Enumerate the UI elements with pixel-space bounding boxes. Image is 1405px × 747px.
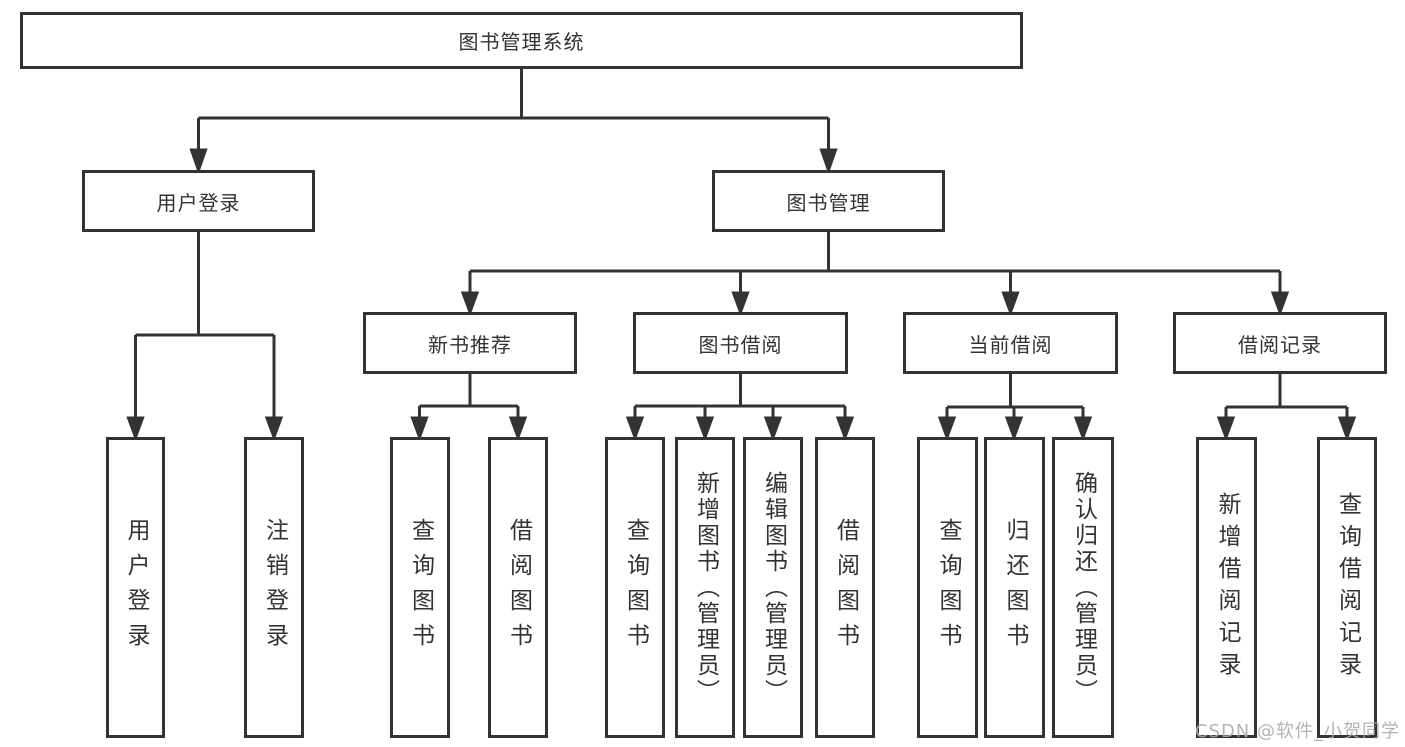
leaf-label: 查询借阅记录	[1334, 491, 1361, 684]
node-label: 图书管理系统	[458, 30, 585, 54]
leaf-label: 查询图书	[622, 517, 649, 658]
leaf-label: 编辑图书（管理员）	[760, 470, 787, 705]
node-label: 借阅记录	[1238, 332, 1322, 357]
node-book-management: 图书管理	[712, 170, 945, 232]
leaf-return-books: 归还图书	[984, 437, 1045, 738]
leaf-label: 查询图书	[935, 517, 961, 658]
leaf-current-query-books: 查询图书	[917, 437, 978, 738]
node-label: 图书借阅	[698, 332, 783, 357]
leaf-label: 用户登录	[123, 517, 149, 658]
leaf-label: 借阅图书	[505, 517, 532, 658]
node-new-book-recommend: 新书推荐	[363, 312, 577, 374]
leaf-label: 注销登录	[261, 517, 288, 658]
connector-user-login-to-leaves	[126, 232, 284, 442]
leaf-logout: 注销登录	[244, 437, 304, 738]
node-label: 图书管理	[786, 190, 871, 215]
connector-borrow-record-to-leaves	[1216, 374, 1357, 442]
connector-root-to-level2	[189, 69, 838, 175]
leaf-label: 查询图书	[407, 517, 434, 658]
connector-book-borrow-to-leaves	[625, 374, 855, 442]
leaf-borrow-query-books: 查询图书	[605, 437, 665, 738]
node-current-borrow: 当前借阅	[903, 312, 1118, 374]
node-label: 新书推荐	[428, 332, 512, 357]
leaf-user-login: 用户登录	[106, 437, 165, 738]
node-borrow-record: 借阅记录	[1173, 312, 1387, 374]
leaf-label: 新增借阅记录	[1214, 491, 1240, 684]
leaf-newbook-borrow-books: 借阅图书	[488, 437, 548, 738]
leaf-newbook-query-books: 查询图书	[390, 437, 450, 738]
node-user-login: 用户登录	[82, 170, 315, 232]
csdn-watermark: CSDN @软件_小贺同学	[1194, 721, 1400, 742]
node-label: 用户登录	[156, 190, 241, 215]
leaf-query-borrow-record: 查询借阅记录	[1317, 437, 1377, 738]
connector-new-book-to-leaves	[410, 374, 528, 442]
node-book-borrow: 图书借阅	[633, 312, 848, 374]
leaf-borrow-books: 借阅图书	[815, 437, 875, 738]
leaf-edit-books-admin: 编辑图书（管理员）	[743, 437, 803, 738]
leaf-label: 新增图书（管理员）	[692, 470, 719, 705]
node-root-library-system: 图书管理系统	[20, 12, 1023, 69]
leaf-label: 归还图书	[1002, 517, 1028, 658]
node-label: 当前借阅	[968, 332, 1053, 357]
leaf-confirm-return-admin: 确认归还（管理员）	[1052, 437, 1114, 738]
leaf-add-books-admin: 新增图书（管理员）	[675, 437, 735, 738]
connector-book-management-to-level3	[460, 232, 1290, 317]
leaf-label: 确认归还（管理员）	[1070, 470, 1097, 705]
leaf-label: 借阅图书	[832, 517, 859, 658]
leaf-add-borrow-record: 新增借阅记录	[1196, 437, 1257, 738]
connector-current-borrow-to-leaves	[937, 374, 1093, 442]
